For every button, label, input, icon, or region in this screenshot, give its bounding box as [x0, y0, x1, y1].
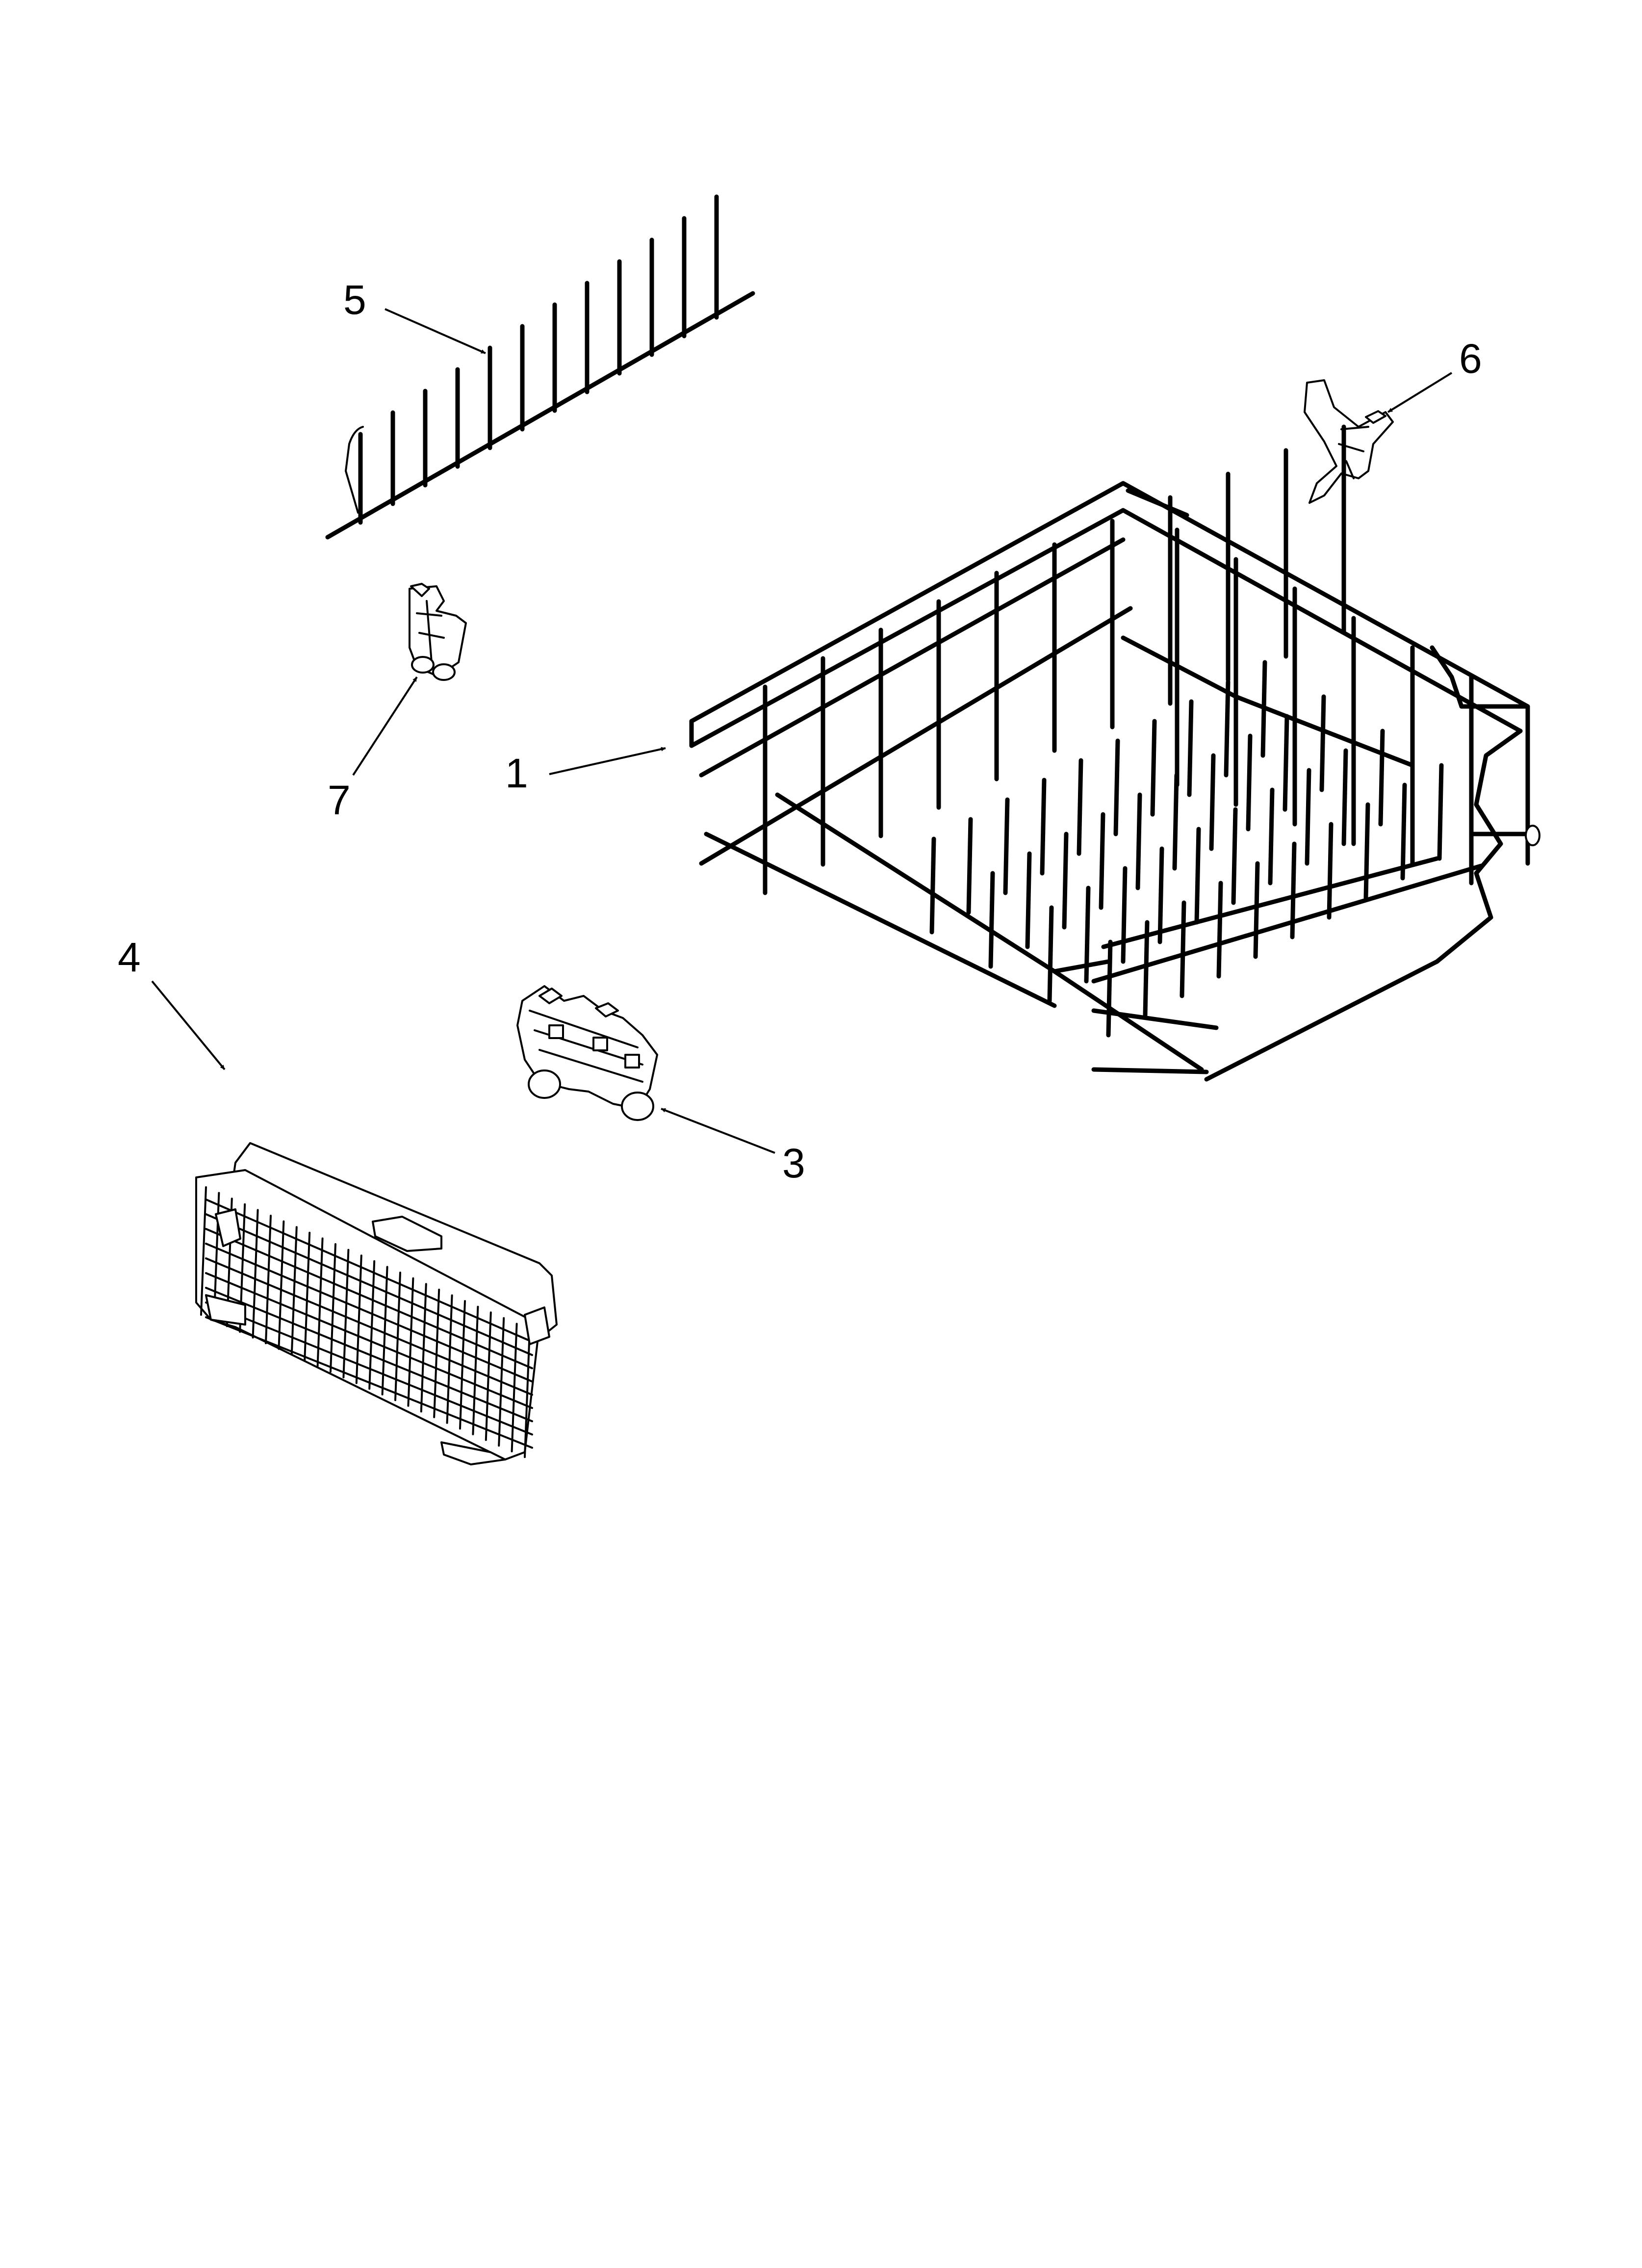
rack-tine	[1106, 939, 1113, 1038]
rack-tine	[1341, 748, 1348, 846]
rack-tine	[1305, 768, 1311, 866]
leader-6	[1387, 372, 1453, 413]
rack-tine	[1099, 812, 1105, 910]
basket-mesh-wire	[205, 1287, 533, 1422]
rack-tine	[1150, 719, 1157, 817]
basket-mesh-wire	[200, 1186, 207, 1316]
leader-3	[661, 1108, 775, 1154]
callout-label-5: 5	[343, 277, 366, 323]
rack-part	[689, 424, 1540, 1082]
rack-tine	[1400, 782, 1407, 881]
rack-tine	[1172, 773, 1179, 871]
callout-label-6: 6	[1459, 336, 1482, 382]
basket-mesh-wire	[368, 1260, 376, 1390]
rack-tine	[1231, 807, 1238, 905]
rack-tine	[1062, 832, 1069, 930]
rack-tine	[1025, 851, 1032, 949]
rack-tine	[1077, 758, 1083, 856]
basket-mesh-wire	[355, 1254, 362, 1384]
clip-right-part	[1304, 379, 1394, 504]
rack-tine	[1363, 802, 1370, 900]
leader-5	[385, 308, 486, 354]
callout-label-7: 7	[328, 777, 351, 823]
basket-mesh-wire	[205, 1257, 533, 1396]
tine-row-part	[325, 194, 755, 540]
basket-mesh-wire	[446, 1294, 453, 1424]
callout-label-4: 4	[118, 934, 141, 980]
rack-tine	[1047, 905, 1054, 1003]
rack-tine	[1224, 679, 1231, 778]
leader-7	[352, 676, 418, 776]
rack-tine	[1003, 797, 1010, 895]
rack-tine	[1187, 699, 1194, 797]
rack-tine	[1290, 841, 1297, 939]
rack-tine	[1268, 787, 1275, 886]
basket-part	[195, 1142, 558, 1465]
roller-part	[516, 985, 658, 1121]
rack-tine	[1113, 738, 1120, 836]
rack-tine	[1143, 920, 1150, 1018]
basket-mesh-wire	[205, 1316, 533, 1449]
rack-tine	[1283, 714, 1289, 812]
rack-tine	[1194, 827, 1201, 925]
callout-label-3: 3	[782, 1140, 805, 1186]
leader-4	[151, 980, 226, 1070]
basket-mesh-wire	[205, 1243, 533, 1382]
rack-tine	[1216, 881, 1223, 979]
basket-mesh-wire	[205, 1213, 533, 1356]
callout-label-1: 1	[505, 750, 528, 796]
basket-mesh-wire	[342, 1249, 350, 1379]
rack-tine	[1040, 778, 1047, 876]
basket-mesh-wire	[205, 1228, 533, 1369]
basket-mesh-wire	[316, 1237, 324, 1367]
rack-tine	[1260, 660, 1267, 758]
basket-mesh-wire	[205, 1272, 533, 1409]
rack-tine	[1121, 866, 1128, 964]
rack-tine	[1327, 822, 1334, 920]
rack-tine	[1378, 729, 1385, 827]
basket-mesh-wire	[205, 1302, 533, 1435]
rack-tine	[1180, 900, 1186, 998]
rack-tine	[1135, 792, 1142, 890]
rack-tine	[1084, 886, 1091, 984]
leader-lines	[151, 308, 1453, 1154]
basket-mesh-wire	[205, 1199, 533, 1343]
rack-tine	[988, 871, 995, 969]
basket-mesh-wire	[330, 1243, 336, 1373]
rack-tine	[1209, 753, 1216, 851]
rack-tine	[1157, 846, 1164, 944]
rack-tine	[966, 817, 973, 915]
basket-mesh-wire	[304, 1231, 311, 1361]
basket-mesh-wire	[265, 1215, 272, 1344]
basket-mesh-wire	[278, 1220, 285, 1350]
leader-1	[549, 747, 666, 775]
rack-tine	[1246, 733, 1253, 832]
clip-left-part	[409, 583, 467, 681]
rack-tine	[1253, 861, 1260, 959]
basket-mesh-wire	[290, 1226, 298, 1356]
basket-mesh-wire	[252, 1209, 259, 1339]
rack-tine	[1319, 694, 1326, 792]
rack-tine	[1437, 763, 1444, 861]
rack-tine	[929, 836, 936, 935]
